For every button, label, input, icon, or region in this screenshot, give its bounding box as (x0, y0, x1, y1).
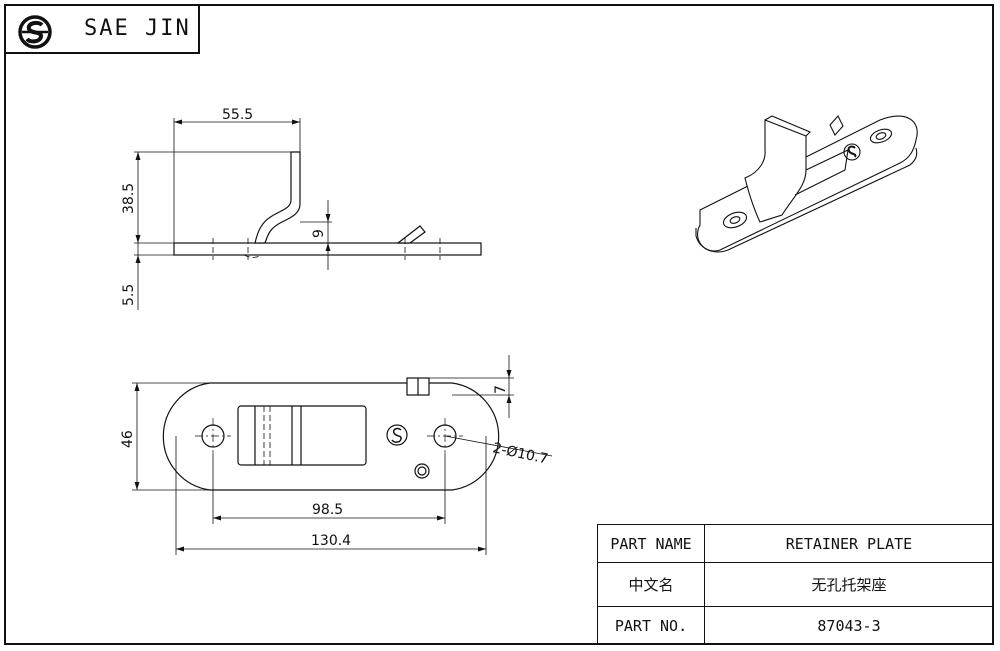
dim-offset-9: 9 (311, 229, 327, 238)
part-name-value: RETAINER PLATE (704, 524, 994, 563)
dim-hole-spacing-98-5: 98.5 (312, 502, 343, 518)
dim-tab-7: 7 (493, 385, 509, 394)
chinese-name-value: 无孔托架座 (704, 562, 994, 607)
part-no-label: PART NO. (597, 606, 705, 645)
part-name-label: PART NAME (597, 524, 705, 563)
brand-header: SAE JIN (4, 4, 200, 54)
chinese-name-label: 中文名 (597, 562, 705, 607)
part-no-value: 87043-3 (704, 606, 994, 645)
dim-height-38-5: 38.5 (121, 183, 137, 214)
side-view (134, 118, 482, 310)
dim-thickness-5-5: 5.5 (121, 284, 137, 306)
title-block: PART NAME RETAINER PLATE 中文名 无孔托架座 PART … (597, 524, 996, 647)
dim-hole-diameter: 2-Ø10.7 (491, 440, 549, 467)
drawing-frame (4, 4, 994, 645)
dim-length-130-4: 130.4 (311, 533, 351, 549)
dim-width-55-5: 55.5 (222, 107, 253, 123)
dim-height-46: 46 (120, 430, 136, 448)
isometric-view (695, 115, 918, 253)
top-view (132, 355, 553, 555)
brand-name: SAE JIN (84, 16, 191, 41)
sae-jin-logo-icon (18, 15, 52, 49)
